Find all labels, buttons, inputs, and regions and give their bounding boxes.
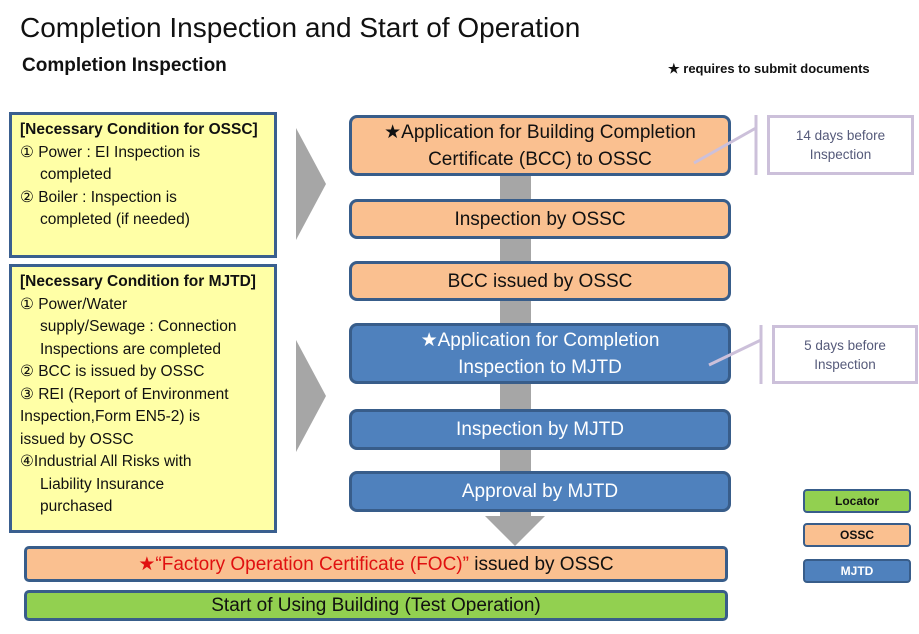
step-text: Inspection to MJTD bbox=[458, 356, 622, 378]
start-operation-step: Start of Using Building (Test Operation) bbox=[24, 590, 728, 621]
star-legend-note: ★ requires to submit documents bbox=[668, 61, 870, 76]
condition-line: ② Boiler : Inspection is bbox=[20, 188, 177, 206]
condition-line: supply/Sewage : Connection bbox=[40, 318, 237, 335]
legend-mjtd: MJTD bbox=[803, 559, 911, 583]
callout-text: 5 days before bbox=[804, 337, 886, 353]
foc-issued-step: ★“Factory Operation Certificate (FOC)” i… bbox=[24, 546, 728, 582]
condition-line: ④Industrial All Risks with bbox=[20, 453, 192, 470]
legend-locator: Locator bbox=[803, 489, 911, 513]
callout-text: Inspection bbox=[809, 147, 872, 162]
ossc-conditions-box: [Necessary Condition for OSSC] ① Power :… bbox=[9, 112, 277, 258]
condition-line: completed bbox=[40, 166, 112, 183]
condition-line: ② BCC is issued by OSSC bbox=[20, 363, 205, 380]
mjtd-conditions-heading: [Necessary Condition for MJTD] bbox=[20, 273, 256, 290]
condition-line: ① Power/Water bbox=[20, 295, 128, 313]
step-bcc-issued: BCC issued by OSSC bbox=[349, 261, 731, 301]
callout-text: 14 days before bbox=[795, 128, 886, 143]
step-text: Approval by MJTD bbox=[461, 481, 619, 502]
flow-arrow-head-icon bbox=[485, 516, 545, 546]
page-title: Completion Inspection and Start of Opera… bbox=[20, 12, 581, 43]
condition-line: Inspections are completed bbox=[40, 340, 221, 358]
star-icon: ★ bbox=[138, 553, 156, 575]
step-mjtd-inspection: Inspection by MJTD bbox=[349, 409, 731, 450]
step-text: Inspection by MJTD bbox=[456, 419, 624, 440]
step-mjtd-approval: Approval by MJTD bbox=[349, 471, 731, 512]
chevron-right-icon bbox=[296, 340, 326, 452]
ossc-conditions-heading: [Necessary Condition for OSSC] bbox=[20, 121, 258, 138]
condition-line: ① Power : EI Inspection is bbox=[20, 143, 201, 161]
foc-issuer: issued by OSSC bbox=[468, 553, 614, 575]
condition-line: Inspection,Form EN5-2) is bbox=[20, 408, 201, 425]
condition-line: ③ REI (Report of Environment bbox=[20, 385, 229, 403]
step-text: BCC issued by OSSC bbox=[447, 270, 633, 292]
chevron-right-icon bbox=[296, 128, 326, 240]
step-ossc-inspection: Inspection by OSSC bbox=[349, 199, 731, 239]
condition-line: issued by OSSC bbox=[20, 430, 134, 448]
step-text: ★Application for Completion bbox=[420, 329, 660, 351]
condition-line: completed (if needed) bbox=[40, 211, 190, 228]
legend-ossc: OSSC bbox=[803, 523, 911, 547]
legend-label: Locator bbox=[834, 494, 879, 508]
section-title: Completion Inspection bbox=[22, 55, 227, 76]
step-text: ★Application for Building Completion bbox=[384, 121, 696, 143]
legend-label: MJTD bbox=[840, 564, 874, 578]
step-text: Certificate (BCC) to OSSC bbox=[428, 148, 652, 170]
step-text: Start of Using Building (Test Operation) bbox=[211, 595, 541, 616]
condition-line: purchased bbox=[40, 498, 113, 515]
legend-label: OSSC bbox=[839, 528, 874, 542]
callout-connectors bbox=[693, 115, 763, 384]
mjtd-conditions-box: [Necessary Condition for MJTD] ① Power/W… bbox=[9, 264, 277, 533]
callout-text: Inspection bbox=[814, 356, 876, 372]
condition-line: Liability Insurance bbox=[40, 475, 165, 493]
step-text: Inspection by OSSC bbox=[454, 208, 626, 230]
foc-title: “Factory Operation Certificate (FOC)” bbox=[155, 553, 469, 575]
